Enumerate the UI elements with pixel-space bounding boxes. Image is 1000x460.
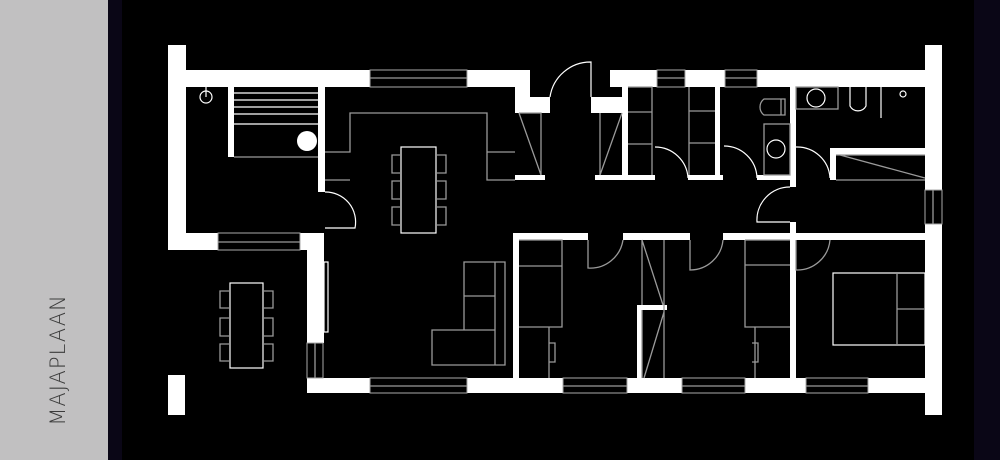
stove-icon bbox=[297, 131, 317, 151]
windows bbox=[217, 69, 943, 394]
bathroom bbox=[759, 86, 926, 181]
right-strip bbox=[974, 0, 1000, 460]
kitchen bbox=[325, 112, 623, 234]
storage-rooms bbox=[628, 86, 715, 175]
left-strip bbox=[108, 0, 122, 460]
living-room bbox=[323, 261, 506, 366]
sauna bbox=[199, 85, 318, 158]
terrace-table bbox=[219, 282, 274, 369]
doors bbox=[324, 61, 831, 271]
bedrooms bbox=[519, 239, 926, 379]
dining-table bbox=[400, 146, 437, 234]
sidebar: MAJAPLAAN bbox=[0, 0, 108, 460]
